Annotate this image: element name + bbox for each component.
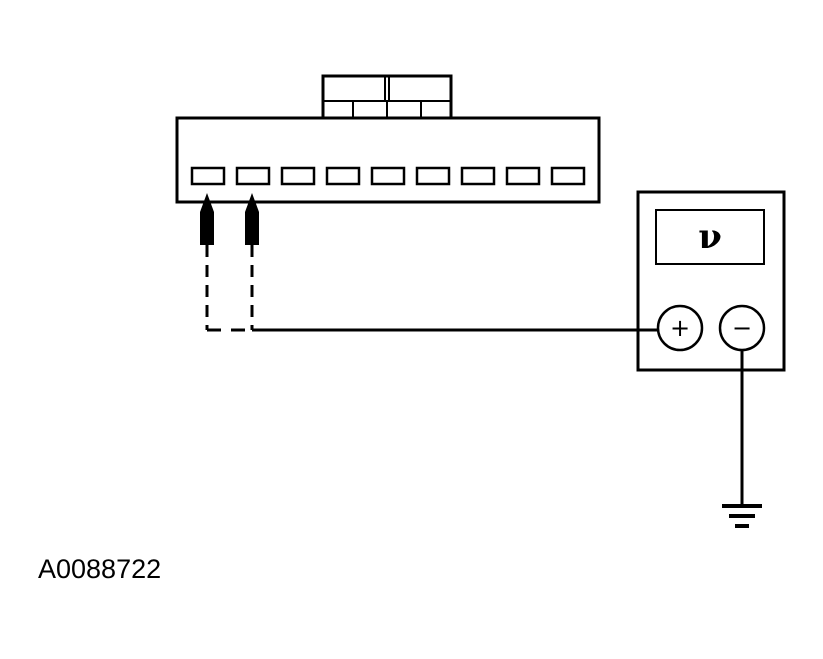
terminal-cavity-3 xyxy=(280,166,316,186)
terminal-cavity-8 xyxy=(505,166,541,186)
voltmeter-body xyxy=(636,190,786,372)
probe-arrow-icon xyxy=(200,193,214,245)
terminal-cavity-9 xyxy=(550,166,586,186)
terminal-cavity-2 xyxy=(235,166,271,186)
terminal-cavity-1 xyxy=(190,166,226,186)
terminal-cavity-5 xyxy=(370,166,406,186)
terminal-cavity-6 xyxy=(415,166,451,186)
ground-icon xyxy=(722,504,762,528)
figure-id: A0088722 xyxy=(38,554,162,584)
terminal-cavity-7 xyxy=(460,166,496,186)
probe-leads-dashed xyxy=(205,245,254,332)
terminal-cavity-4 xyxy=(325,166,361,186)
voltmeter-display xyxy=(655,209,765,265)
positive-terminal xyxy=(656,304,704,352)
connector-terminals xyxy=(190,166,586,186)
negative-terminal-label: − xyxy=(732,314,752,342)
voltmeter: ν + − xyxy=(636,190,786,372)
positive-terminal-label: + xyxy=(670,314,690,342)
connector-lock-tab xyxy=(321,74,453,120)
voltmeter-display-symbol: ν xyxy=(698,217,722,257)
connector-body xyxy=(175,116,601,204)
probe-arrow-icon xyxy=(245,193,259,245)
